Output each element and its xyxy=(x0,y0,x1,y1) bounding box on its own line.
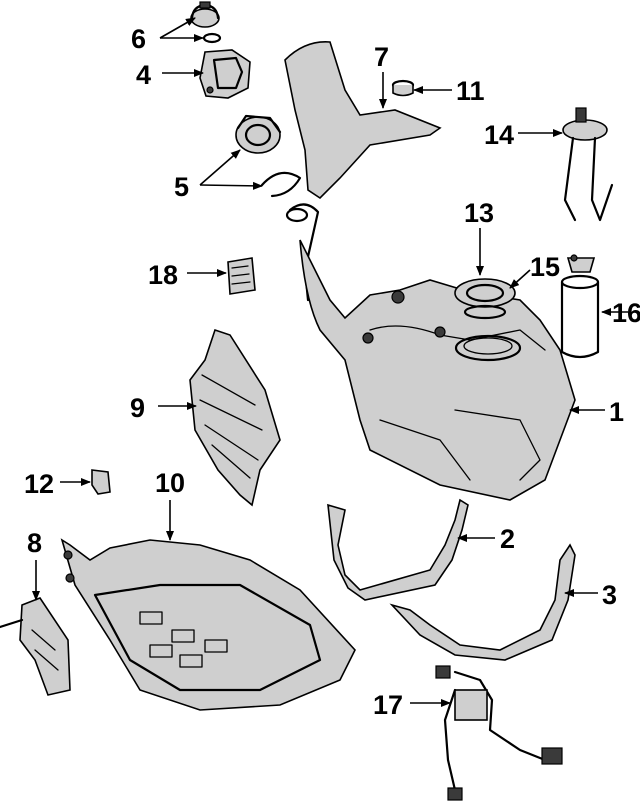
fuel-cap-part xyxy=(190,1,222,44)
filler-housing-part xyxy=(199,49,251,99)
tank-strap-3-part xyxy=(389,543,576,661)
clip-part xyxy=(91,469,111,495)
callout-16: 16 xyxy=(612,298,640,328)
leader-lines xyxy=(32,17,628,707)
fuel-pump-part xyxy=(560,254,600,359)
callout-2: 2 xyxy=(500,524,515,554)
plug-part xyxy=(391,79,415,97)
callout-1: 1 xyxy=(609,397,624,427)
callout-11: 11 xyxy=(456,76,485,106)
filler-neck-part xyxy=(284,41,442,302)
callout-10: 10 xyxy=(155,468,185,498)
callout-9: 9 xyxy=(130,393,145,423)
callout-12: 12 xyxy=(24,469,54,499)
callout-7: 7 xyxy=(374,42,389,72)
callout-labels: 6 4 5 7 11 14 13 15 18 16 9 1 12 10 2 8 … xyxy=(24,24,640,720)
callout-8: 8 xyxy=(27,528,42,558)
callout-17: 17 xyxy=(373,690,403,720)
callout-15: 15 xyxy=(530,252,560,282)
lock-ring-part xyxy=(454,278,516,320)
callout-5: 5 xyxy=(174,172,189,202)
heat-shield-part xyxy=(189,328,281,507)
callout-18: 18 xyxy=(148,260,178,290)
callout-13: 13 xyxy=(464,198,494,228)
wire-harness-part xyxy=(435,665,563,801)
tank-strap-2-part xyxy=(327,498,469,601)
clip-block-part xyxy=(227,257,256,295)
callout-6: 6 xyxy=(131,24,146,54)
filler-grommet-part xyxy=(235,114,302,198)
callout-14: 14 xyxy=(484,120,514,150)
fuel-tank-part xyxy=(299,239,576,501)
callout-3: 3 xyxy=(602,580,617,610)
tank-shield-part xyxy=(60,538,356,711)
sender-unit-part xyxy=(562,107,614,222)
callout-4: 4 xyxy=(136,60,151,90)
bracket-part xyxy=(0,597,71,696)
